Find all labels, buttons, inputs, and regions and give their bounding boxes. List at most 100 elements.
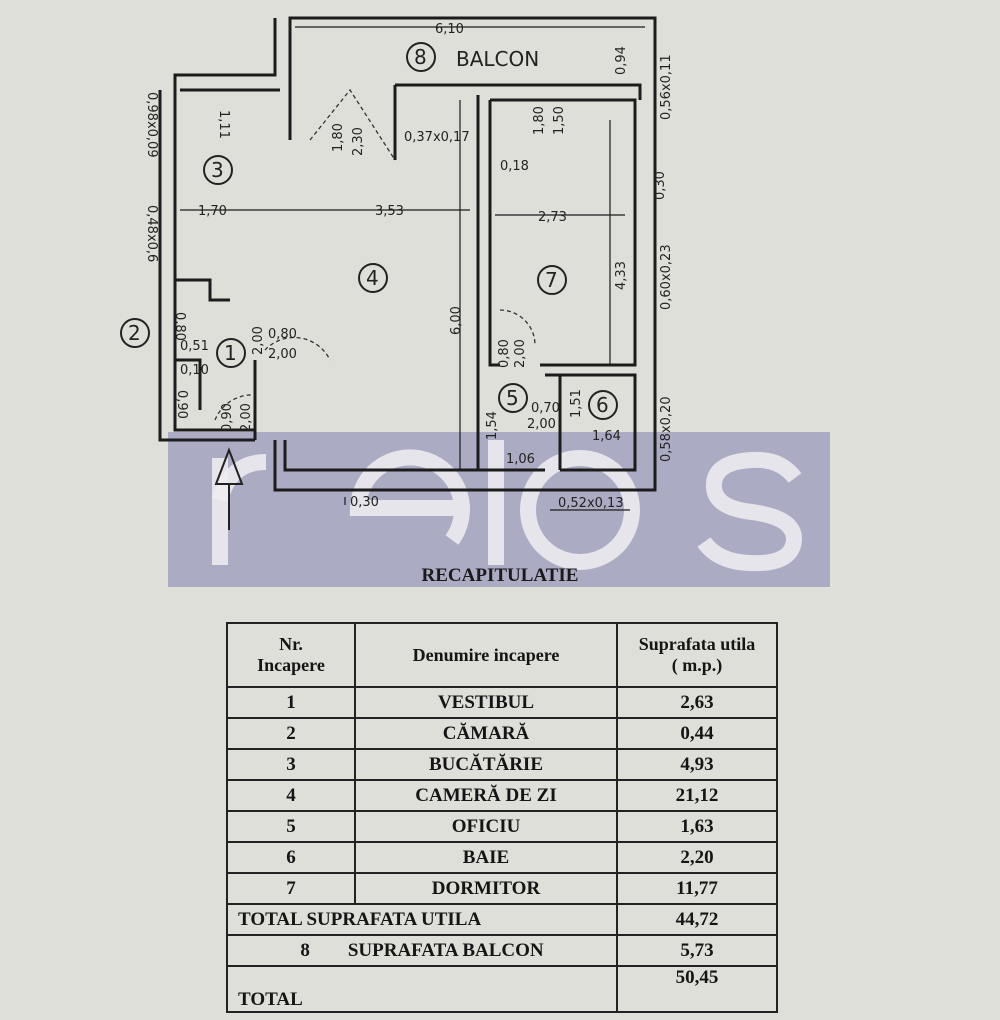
dimension-labels: 6,10 0,94 0,56x0,11 0,98x0,09 0,48x0,6 1… xyxy=(144,22,674,511)
room-3-number: 3 xyxy=(211,158,224,182)
room-name: VESTIBUL xyxy=(354,686,618,719)
header-name: Denumire incapere xyxy=(354,622,618,688)
dim-bath-width: 1,64 xyxy=(592,429,621,444)
dim-bath-height: 1,51 xyxy=(569,389,584,418)
total-util-value: 44,72 xyxy=(616,903,778,936)
room-7-number: 7 xyxy=(545,268,558,292)
balcony-area: 5,73 xyxy=(616,934,778,967)
total-util-row: TOTAL SUPRAFATA UTILA 44,72 xyxy=(226,903,778,936)
total-util-label: TOTAL SUPRAFATA UTILA xyxy=(226,903,618,936)
balcony-nr: 8 xyxy=(300,939,310,961)
room-name: CĂMARĂ xyxy=(354,717,618,750)
dim-balcony-depth: 0,94 xyxy=(614,46,629,75)
room-area: 1,63 xyxy=(616,810,778,843)
dim-living-width: 3,53 xyxy=(375,204,404,219)
dim-niche: 0,37x0,17 xyxy=(404,130,470,145)
room-1-number: 1 xyxy=(224,341,237,365)
dim-oficiu-door-b: 2,00 xyxy=(527,417,556,432)
dim-balcony-width: 6,10 xyxy=(435,22,464,37)
room-2-number: 2 xyxy=(128,321,141,345)
total-value: 50,45 xyxy=(616,965,778,1013)
north-arrow-icon xyxy=(214,447,244,530)
dim-bed-window-a: 1,80 xyxy=(532,106,547,135)
dim-bottom-wall: 0,30 xyxy=(350,495,379,510)
dim-balcony-right: 0,56x0,11 xyxy=(659,54,674,120)
room-area: 0,44 xyxy=(616,717,778,750)
room-nr: 2 xyxy=(226,717,356,750)
dim-vestibul-door: 2,00 xyxy=(251,326,266,355)
room-7-marker xyxy=(537,265,567,295)
room-area: 2,20 xyxy=(616,841,778,874)
dim-living-height: 6,00 xyxy=(449,306,464,335)
room-name: DORMITOR xyxy=(354,872,618,905)
dimension-lines xyxy=(180,26,645,511)
dim-entry-door-a: 0,90 xyxy=(220,403,235,432)
dim-kitchen-h: 1,11 xyxy=(216,110,231,139)
dim-door-balcony-b: 2,30 xyxy=(351,127,366,156)
dim-entry-door-b: 2,00 xyxy=(239,403,254,432)
dim-right-wall: 0,30 xyxy=(653,171,668,200)
room-nr: 7 xyxy=(226,872,356,905)
room-area: 11,77 xyxy=(616,872,778,905)
room-6-marker xyxy=(588,390,618,420)
balcony-row: 8 SUPRAFATA BALCON 5,73 xyxy=(226,934,778,967)
room-area: 2,63 xyxy=(616,686,778,719)
dim-bedroom-width: 2,73 xyxy=(538,210,567,225)
room-4-number: 4 xyxy=(366,266,379,290)
dim-bath-vent: 0,60x0,23 xyxy=(659,244,674,310)
dim-bed-door-b: 2,00 xyxy=(513,339,528,368)
header-nr: Nr. Incapere xyxy=(226,622,356,688)
door-swings xyxy=(214,88,536,421)
dim-door-balcony-a: 1,80 xyxy=(331,123,346,152)
room-1-marker xyxy=(216,338,246,368)
dim-kitchen-window: 0,98x0,09 xyxy=(144,92,159,158)
watermark xyxy=(168,432,830,587)
total-label: TOTAL xyxy=(226,965,618,1013)
room-numbers: 8 3 4 7 2 1 5 6 xyxy=(120,42,618,420)
room-name: OFICIU xyxy=(354,810,618,843)
dim-bed-door-a: 0,80 xyxy=(497,339,512,368)
room-nr: 3 xyxy=(226,748,356,781)
room-6-number: 6 xyxy=(596,393,609,417)
room-5-marker xyxy=(498,383,528,413)
dim-oficiu-width: 1,06 xyxy=(506,452,535,467)
balcony-cell: 8 SUPRAFATA BALCON xyxy=(226,934,618,967)
dim-bath-vent-2: 0,58x0,20 xyxy=(659,396,674,462)
dim-camara-d: 0,90 xyxy=(174,390,189,419)
balcony-label-cell: SUPRAFATA BALCON xyxy=(347,939,544,961)
room-8-number: 8 xyxy=(414,45,427,69)
dim-camara-c: 0,10 xyxy=(180,363,209,378)
room-4-marker xyxy=(358,263,388,293)
room-5-number: 5 xyxy=(506,386,519,410)
room-2-marker xyxy=(120,318,150,348)
dim-living-door-a: 0,80 xyxy=(268,327,297,342)
room-nr: 4 xyxy=(226,779,356,812)
summary-title: RECAPITULATIE xyxy=(421,565,579,586)
table-header: Nr. Incapere Denumire incapere Suprafata… xyxy=(226,622,778,688)
room-area: 21,12 xyxy=(616,779,778,812)
rooms-table: Nr. Incapere Denumire incapere Suprafata… xyxy=(226,622,778,1013)
room-name: BAIE xyxy=(354,841,618,874)
total-row: TOTAL 50,45 xyxy=(226,965,778,1013)
dim-bottom-vent: 0,52x0,13 xyxy=(558,496,624,511)
room-area: 4,93 xyxy=(616,748,778,781)
dim-oficiu-height: 1,54 xyxy=(485,411,500,440)
dim-oficiu-door-a: 0,70 xyxy=(531,401,560,416)
dim-living-door-b: 2,00 xyxy=(268,347,297,362)
dim-bed-window-b: 1,50 xyxy=(552,106,567,135)
floor-plan: 8 3 4 7 2 1 5 6 BALCON 6,10 0,94 0,56x0,… xyxy=(120,16,674,530)
room-8-marker xyxy=(406,42,436,72)
dim-camara-b: 0,51 xyxy=(180,339,209,354)
dim-camara-a: 0,80 xyxy=(172,312,187,341)
room-name: BUCĂTĂRIE xyxy=(354,748,618,781)
dim-bedroom-height: 4,33 xyxy=(614,261,629,290)
room-nr: 5 xyxy=(226,810,356,843)
room-nr: 1 xyxy=(226,686,356,719)
